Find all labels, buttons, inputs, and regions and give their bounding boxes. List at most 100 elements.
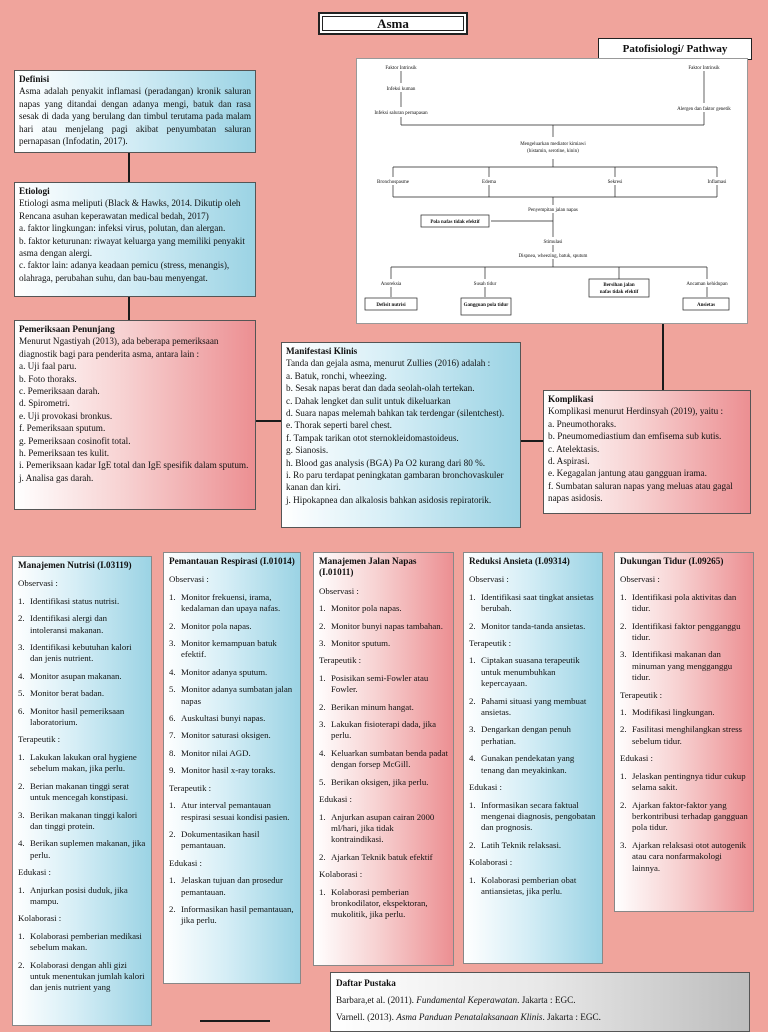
card-item-text: Berikan minum hangat. [331,701,414,712]
pathway-node: Alergen dan faktor genetik [677,107,731,112]
card-list-item: 5.Monitor berat badan. [18,688,146,699]
card-item-number: 1. [169,800,176,811]
card-list-item: 1.Modifikasi lingkungan. [620,707,748,718]
card-pemantauan-respirasi: Pemantauan Respirasi (I.01014)Observasi … [163,552,301,984]
card-list-item: 1.Kolaborasi pemberian medikasi sebelum … [18,931,146,954]
pathway-node: Bronchospasme [377,180,410,185]
card-list-item: 2.Monitor tanda-tanda ansietas. [469,621,597,632]
card-item-text: Dokumentasikan hasil pemantauan. [181,828,260,851]
pathway-node: Mengeluarkan mediator kimiawi [520,142,586,147]
pathway-node: Infeksi kuman [387,87,416,92]
card-item-text: Monitor sputum. [331,638,391,649]
pathway-node: Penyempitan jalan napas [528,208,578,213]
manifestasi-line: a. Batuk, ronchi, wheezing. [286,370,387,381]
card-dukungan-tidur: Dukungan Tidur (I.09265)Observasi :1.Ide… [614,552,754,912]
pathway-node: Anoreksia [381,282,402,287]
pemeriksaan-line: e. Uji provokasi bronkus. [19,410,113,421]
daftar-pustaka-heading: Daftar Pustaka [336,978,396,988]
definisi-box: Definisi Asma adalah penyakit inflamasi … [14,70,256,153]
card-list-item: 3.Identifikasi makanan dan minuman yang … [620,649,748,683]
card-list-item: 4.Keluarkan sumbatan benda padat dengan … [319,748,448,771]
card-list-item: 3.Identifikasi kebutuhan kalori dan jeni… [18,642,146,665]
card-item-number: 9. [169,765,176,776]
komplikasi-line: d. Aspirasi. [548,456,590,467]
manifestasi-line: j. Hipokapnea dan alkalosis bahkan asido… [286,494,492,505]
card-list-item: 1.Jelaskan pentingnya tidur cukup selama… [620,771,748,794]
card-list-item: 9.Monitor hasil x-ray toraks. [169,765,295,776]
pemeriksaan-line: b. Foto thoraks. [19,373,77,384]
card-section-label: Edukasi : [620,753,653,764]
card-manajemen-nutrisi: Manajemen Nutrisi (I.03119)Observasi :1.… [12,556,152,1026]
card-item-number: 3. [469,724,476,735]
card-list-item: 2.Berian makanan tinggi serat untuk menc… [18,781,146,804]
card-item-text: Kolaborasi pemberian obat antiansietas, … [481,874,577,896]
card-section-label: Kolaborasi : [469,857,513,868]
card-title: Pemantauan Respirasi (I.01014) [169,556,295,566]
card-item-text: Atur interval pemantauan respirasi sesua… [181,800,290,822]
card-item-text: Lakukan fisioterapi dada, jika perlu. [331,719,437,741]
card-list-item: 2.Informasikan hasil pemantauan, jika pe… [169,904,295,927]
pathway-node: Faktor Intrinsik [385,66,417,71]
card-item-text: Monitor pola napas. [181,620,252,631]
page-title: Asma [318,12,468,35]
card-list-item: 3.Berikan makanan tinggi kalori dan ting… [18,810,146,833]
pathway-node: (histamin, serotine, kinin) [527,149,579,154]
card-list-item: 2.Kolaborasi dengan ahli gizi untuk mene… [18,960,146,994]
card-item-text: Jelaskan pentingnya tidur cukup selama s… [632,770,746,793]
pathway-diagnosis: Defisit nutrisi [376,303,406,308]
card-section-label: Edukasi : [469,782,502,793]
card-item-number: 8. [169,747,176,758]
card-item-number: 5. [18,688,25,699]
card-section-label: Observasi : [469,574,509,585]
manifestasi-box: Manifestasi Klinis Tanda dan gejala asma… [281,342,521,528]
card-item-text: Monitor kemampuan batuk efektif. [181,638,277,660]
pathway-diagnosis: Pola nafas tidak efektif [430,220,480,225]
connector-pemeriksaan-manifestasi [256,420,282,422]
card-item-number: 1. [169,591,176,602]
pemeriksaan-line: g. Pemeriksaan cosinofit total. [19,435,131,446]
reference-item: Varnell. (2013). Asma Panduan Penatalaks… [336,1010,744,1024]
card-item-number: 7. [169,730,176,741]
card-list-item: 3. Lakukan fisioterapi dada, jika perlu. [319,719,448,742]
card-title: Manajemen Nutrisi (I.03119) [18,560,132,570]
card-list-item: 8.Monitor nilai AGD. [169,748,295,759]
card-section-label: Kolaborasi : [18,913,62,924]
card-item-number: 2. [18,780,25,791]
card-section-label: Terapeutik : [469,638,512,649]
card-list-item: 1.Jelaskan tujuan dan prosedur pemantaua… [169,875,295,898]
connector-bottom [200,1020,270,1022]
manifestasi-line: h. Blood gas analysis (BGA) Pa O2 kurang… [286,457,486,468]
card-item-number: 3. [319,719,326,730]
card-item-text: Monitor bunyi napas tambahan. [331,620,443,631]
pathway-node: Sekresi [608,180,623,185]
card-item-text: Auskultasi bunyi napas. [181,713,266,724]
card-item-text: Posisikan semi-Fowler atau Fowler. [331,672,429,695]
card-section-label: Terapeutik : [620,689,663,700]
pathway-node: Susah tidur [474,282,497,287]
card-list-item: 2.Ajarkan faktor-faktor yang berkontribu… [620,800,748,834]
pathway-node: Infeksi saluran pernapasan [374,111,428,116]
card-item-text: Berikan suplemen makanan, jika perlu. [30,838,146,860]
card-list-item: 5.Berikan oksigen, jika perlu. [319,777,448,788]
card-list-item: 1.Identifikasi pola aktivitas dan tidur. [620,592,748,615]
pemeriksaan-line: i. Pemeriksaan kadar IgE total dan IgE s… [19,460,249,471]
card-item-number: 6. [169,713,176,724]
card-list-item: 1.Monitor pola napas. [319,603,448,614]
card-list-item: 2.Identifikasi alergi dan intoleransi ma… [18,613,146,636]
card-section-label: Terapeutik : [319,655,362,666]
card-item-text: Identifikasi status nutrisi. [30,595,120,606]
pemeriksaan-line: Menurut Ngastiyah (2013), ada beberapa p… [19,336,219,359]
card-list-item: 1.Posisikan semi-Fowler atau Fowler. [319,673,448,696]
manifestasi-line: Tanda dan gejala asma, menurut Zullies (… [286,358,491,369]
card-item-text: Ajarkan relaksasi otot autogenik atau ca… [632,839,747,873]
etiologi-line: c. faktor lain: adanya keadaan pemicu (s… [19,260,230,283]
komplikasi-line: e. Kegagalan jantung atau gangguan irama… [548,468,707,479]
komplikasi-box: Komplikasi Komplikasi menurut Herdinsyah… [543,390,751,514]
card-item-text: Informasikan secara faktual mengenai dia… [481,799,596,833]
card-item-text: Monitor asupan makanan. [30,670,122,681]
card-list-item: 2.Dokumentasikan hasil pemantauan. [169,829,295,852]
manifestasi-line: d. Suara napas melemah bahkan tak terden… [286,408,505,419]
card-item-text: Anjurkan posisi duduk, jika mampu. [30,884,128,906]
etiologi-line: b. faktor keturunan: riwayat keluarga ya… [19,235,245,259]
etiologi-line: Etiologi asma meliputi (Black & Hawks, 2… [19,198,241,221]
